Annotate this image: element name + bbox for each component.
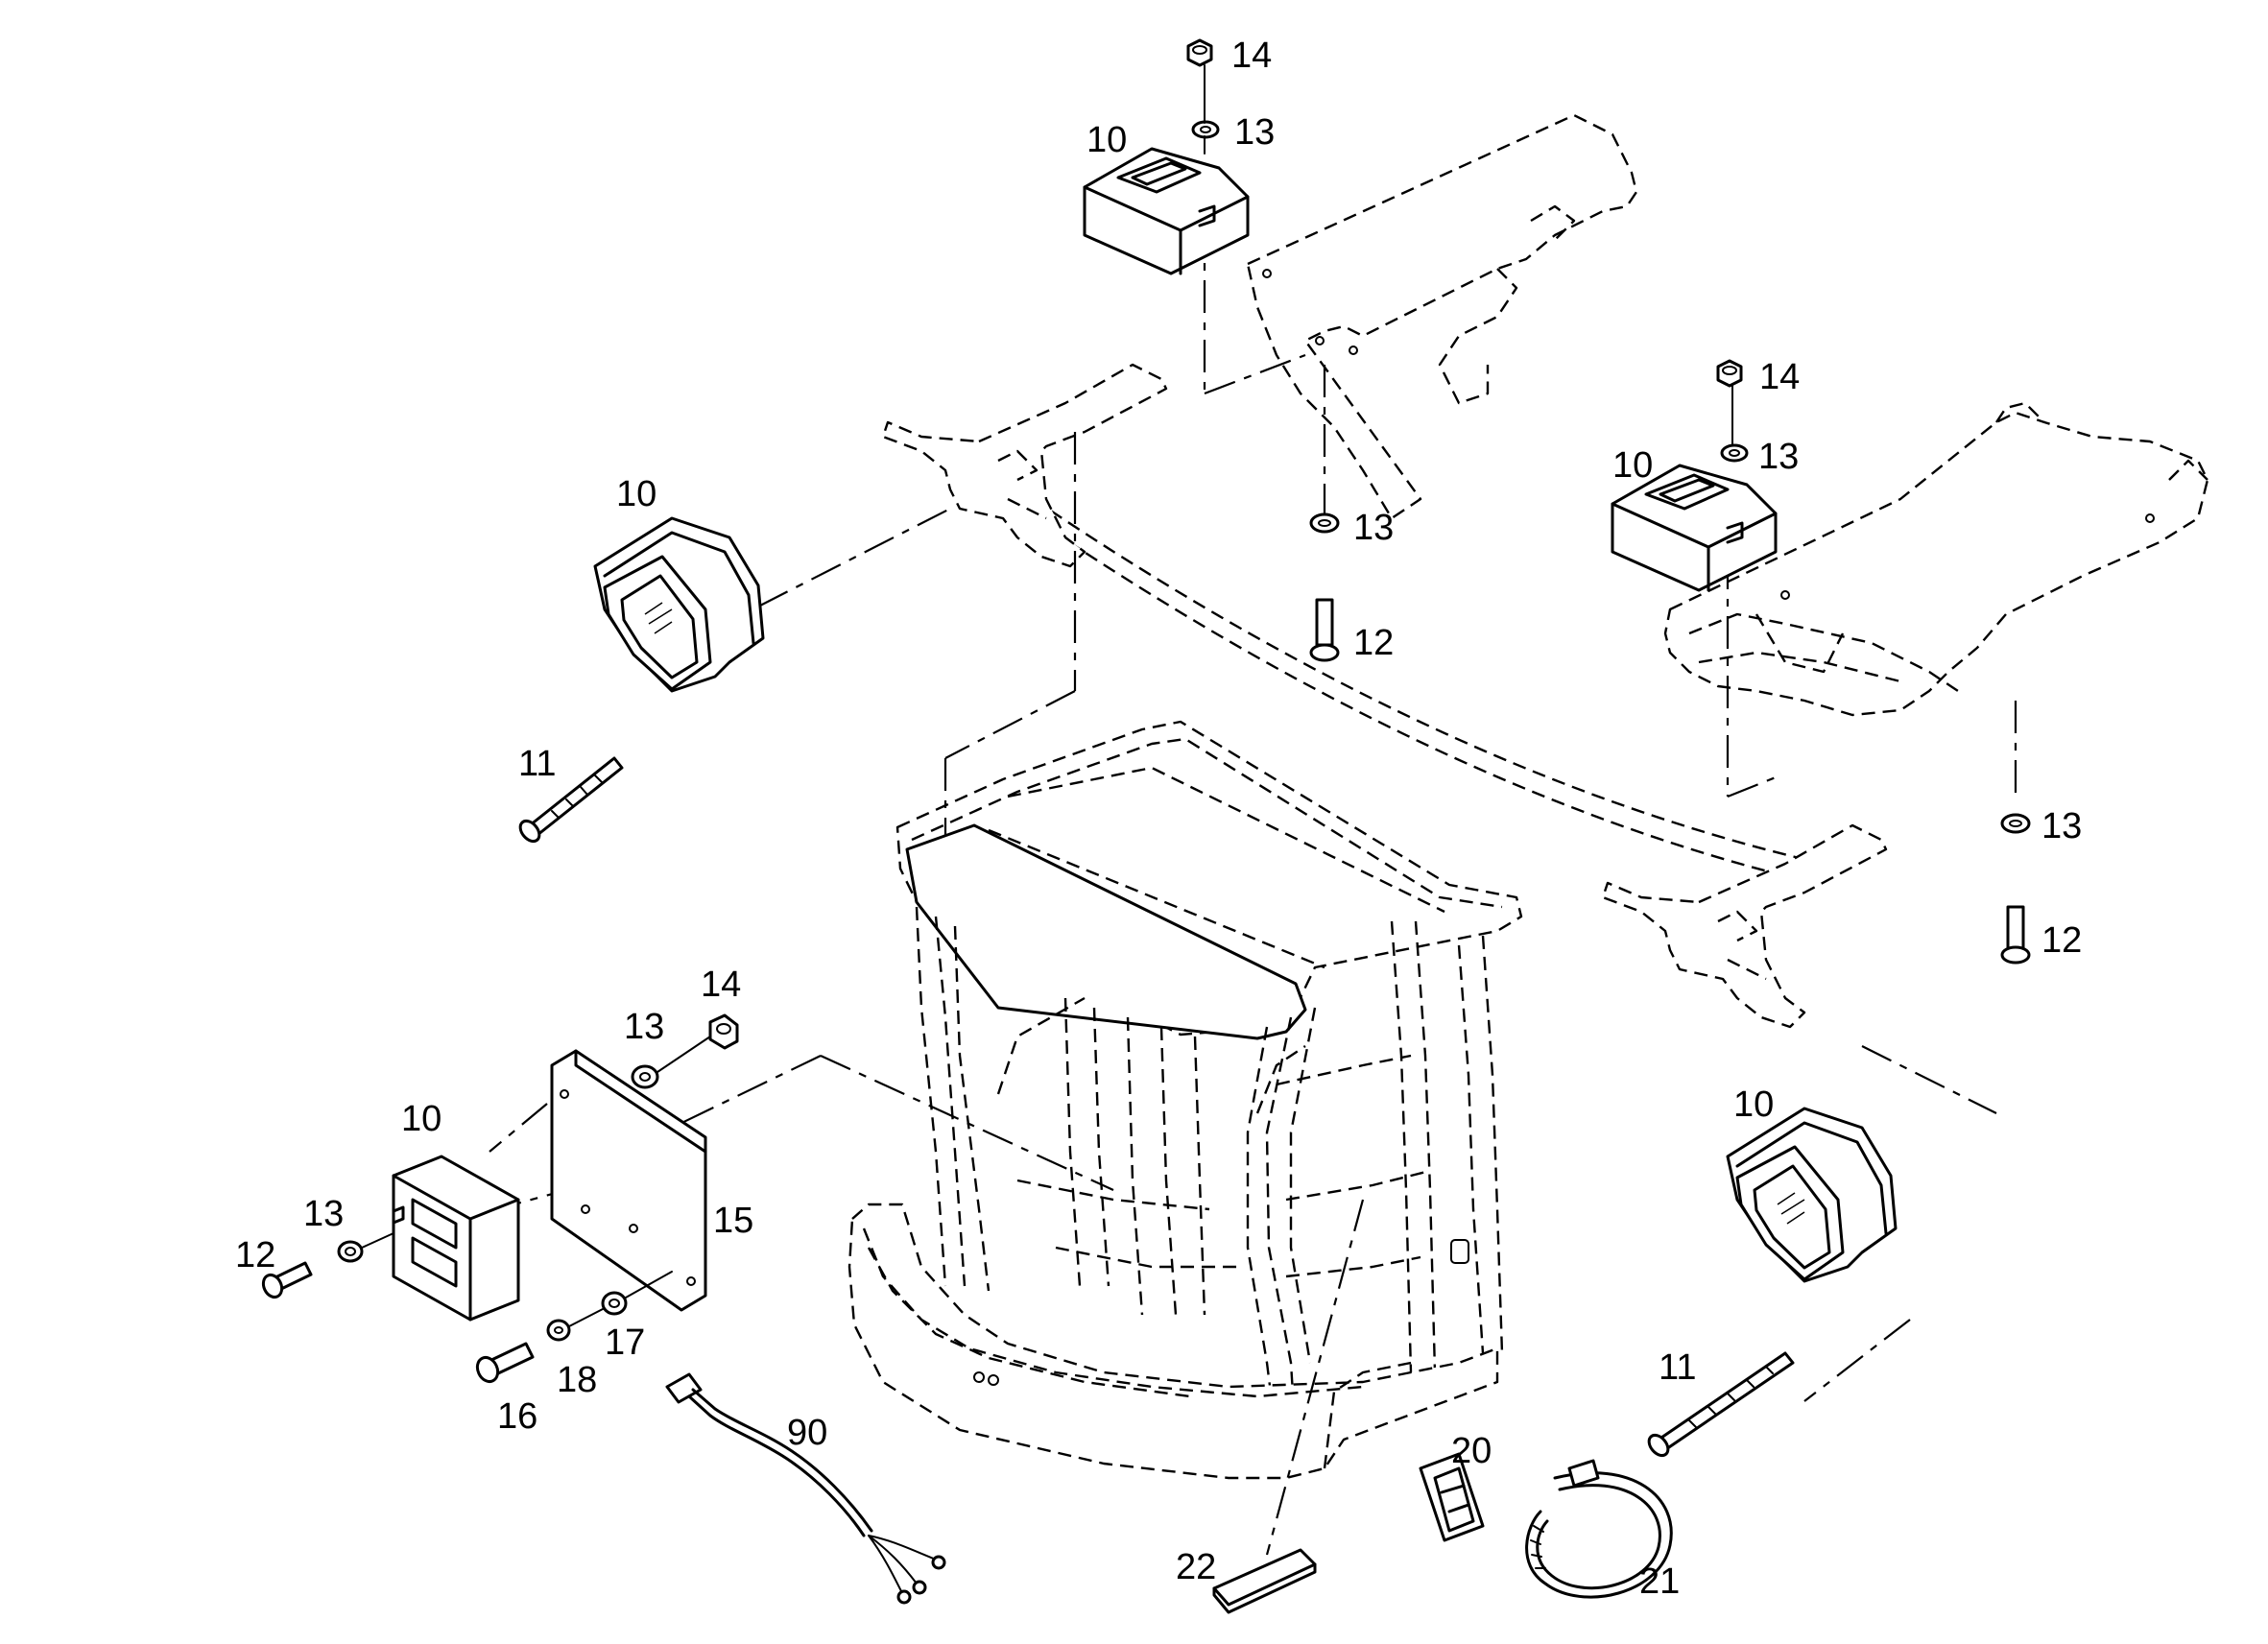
- callout-20: 20: [1451, 1431, 1492, 1471]
- bolt-mid: [1309, 598, 1340, 662]
- nut-top: [1186, 38, 1213, 67]
- callout-13-plate: 13: [624, 1007, 664, 1047]
- callout-16: 16: [497, 1396, 537, 1437]
- callout-15: 15: [713, 1201, 753, 1241]
- rear-cover-bracket: [1663, 401, 2209, 717]
- callout-11-right: 11: [1659, 1347, 1696, 1388]
- callout-18: 18: [557, 1360, 597, 1400]
- callout-13-plate-left: 13: [303, 1194, 344, 1234]
- top-cover-bracket: [1246, 113, 1638, 520]
- junction-box-plate: [392, 1155, 520, 1322]
- right-lamp-bracket: [1601, 823, 1888, 1029]
- screw-left: [518, 756, 624, 844]
- callout-13-right-lower: 13: [2041, 806, 2082, 846]
- callout-22: 22: [1176, 1547, 1216, 1587]
- callout-13-top: 13: [1234, 112, 1275, 153]
- nut-right: [1716, 359, 1743, 388]
- junction-box-right: [1611, 464, 1778, 592]
- wiring-harness: [665, 1372, 946, 1605]
- cab-frame: [848, 720, 1523, 1480]
- junction-box-top: [1083, 147, 1250, 275]
- work-lamp-left: [593, 516, 765, 693]
- plate-left-bolt: [261, 1261, 313, 1299]
- bolt-16: [475, 1342, 535, 1384]
- callout-12-plate-left: 12: [235, 1235, 275, 1275]
- callout-10-top: 10: [1086, 120, 1127, 160]
- callout-14-right: 14: [1759, 357, 1800, 397]
- bolt-right-lower: [2000, 905, 2031, 965]
- callout-labels: 10 13 14 13 12 10 13 14 13 12 10 11 14 1…: [235, 36, 2082, 1602]
- plate-nut: [708, 1013, 739, 1050]
- cable-tie-band: [1525, 1459, 1673, 1599]
- connection-arc-2: [997, 493, 1815, 885]
- callout-13-right: 13: [1758, 437, 1799, 477]
- work-lamp-right: [1726, 1107, 1898, 1283]
- plate-left-washer: [337, 1240, 364, 1263]
- callout-14-plate: 14: [701, 965, 741, 1005]
- mounting-plate: [550, 1049, 707, 1312]
- left-lamp-bracket: [881, 363, 1168, 568]
- callout-10-right: 10: [1612, 445, 1653, 486]
- screw-right: [1647, 1351, 1795, 1458]
- foam-strip: [1212, 1548, 1317, 1614]
- washer-mid: [1309, 512, 1340, 534]
- washer-top: [1191, 120, 1220, 139]
- washer-right-lower: [2000, 813, 2031, 834]
- callout-13-mid: 13: [1353, 508, 1394, 548]
- washer-18: [546, 1319, 571, 1342]
- callout-14-top: 14: [1231, 36, 1272, 76]
- callout-12-mid: 12: [1353, 623, 1394, 663]
- callout-10-plate: 10: [401, 1099, 442, 1139]
- washer-17: [601, 1291, 628, 1316]
- callout-12-right-lower: 12: [2041, 920, 2082, 961]
- callout-17: 17: [605, 1322, 645, 1363]
- cable-holder: [1419, 1452, 1485, 1542]
- callout-21: 21: [1639, 1561, 1680, 1602]
- washer-right: [1720, 443, 1749, 463]
- callout-90: 90: [787, 1413, 827, 1453]
- callout-10-right-lamp: 10: [1733, 1084, 1774, 1125]
- plate-washer: [631, 1064, 659, 1089]
- callout-11-left: 11: [518, 744, 556, 784]
- connection-arc: [997, 474, 1825, 866]
- callout-10-left-lamp: 10: [616, 474, 657, 514]
